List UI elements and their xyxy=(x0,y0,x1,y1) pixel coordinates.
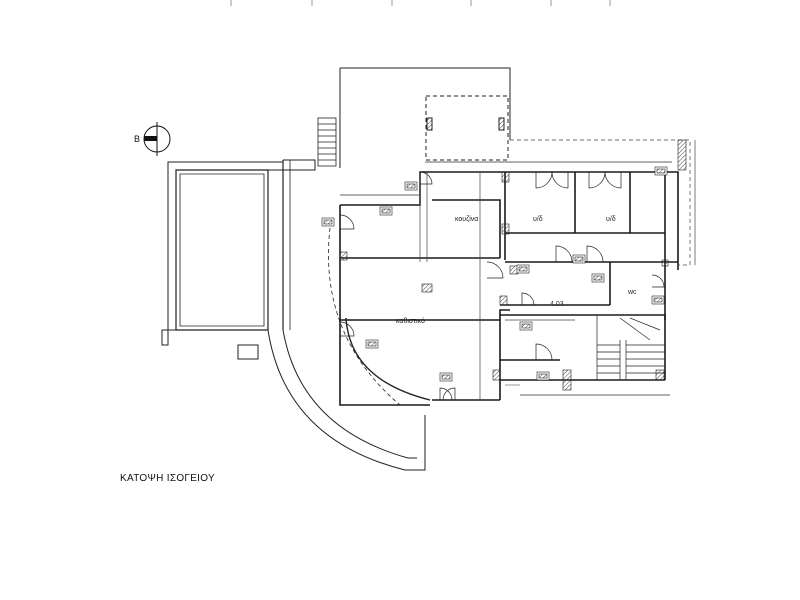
dimension-lines xyxy=(340,161,672,396)
plan-title: ΚΑΤΟΨΗ ΙΣΟΓΕΙΟΥ xyxy=(120,473,215,484)
dimension-label-corridor: 4.03 xyxy=(550,301,564,308)
room-label-kitchen: κουζίνα xyxy=(455,216,479,223)
room-label-bedroom-1: υ/δ xyxy=(533,216,543,223)
top-ruler-ticks xyxy=(230,0,611,6)
pool xyxy=(161,161,284,360)
columns xyxy=(339,139,687,391)
room-label-living-room: καθιστικό xyxy=(396,318,425,325)
room-label-wc: wc xyxy=(628,289,637,296)
outer-stairs xyxy=(317,117,337,167)
north-marker-label: B xyxy=(134,134,141,144)
room-label-bedroom-2: υ/δ xyxy=(606,216,616,223)
interior-stair xyxy=(596,314,666,381)
curved-terrace xyxy=(267,159,431,471)
door-swings xyxy=(339,171,665,401)
fixtures xyxy=(321,166,668,382)
upper-structure xyxy=(339,67,511,168)
north-arrow-icon xyxy=(143,122,171,156)
